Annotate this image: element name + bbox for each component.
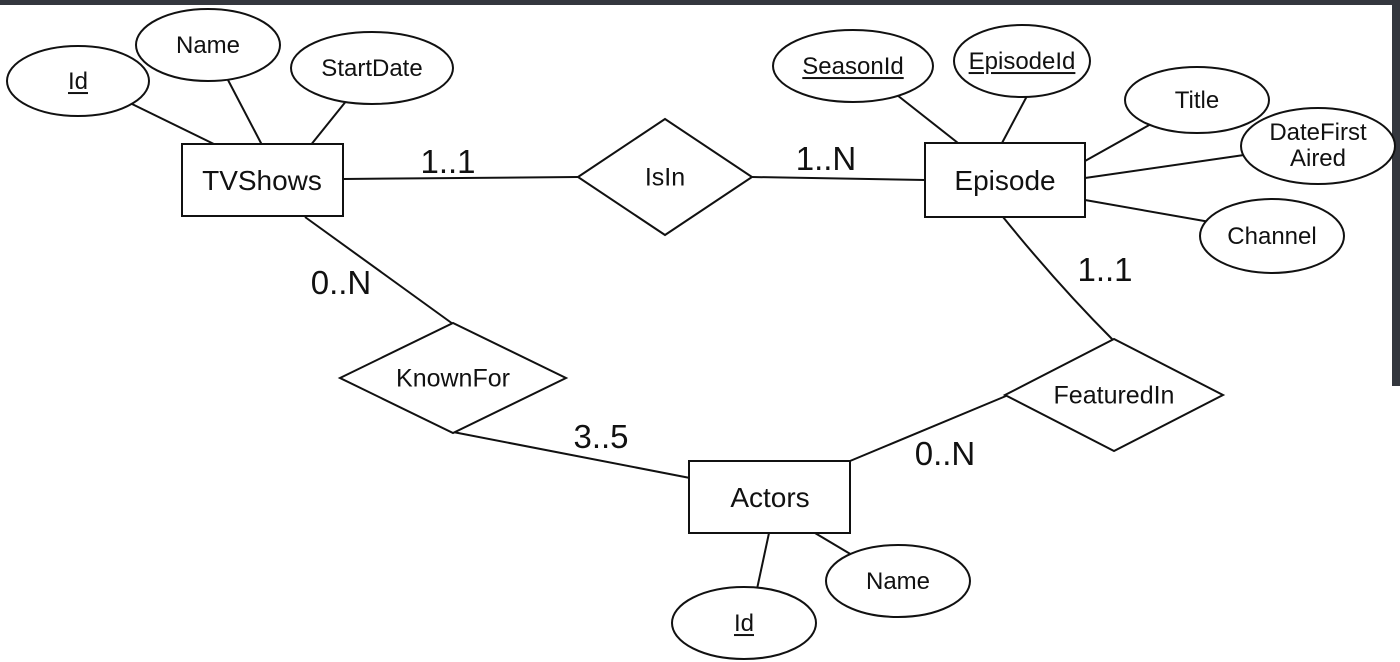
relationship-label-featuredin: FeaturedIn: [1053, 381, 1175, 410]
relationship-featuredin-diamond: [1002, 337, 1226, 453]
entity-rectangles: [181, 142, 1086, 534]
relationship-label-knownfor: KnownFor: [396, 364, 510, 393]
attribute-name-tvshows-ellipse: [135, 8, 281, 82]
entity-label-actors: Actors: [730, 481, 810, 513]
attribute-startdate-ellipse: [290, 31, 454, 105]
connector-knownfor-actors: [452, 431, 691, 479]
window-right-edge: [1392, 0, 1400, 386]
connector-actors-name: [814, 532, 853, 556]
connector-episode-featuredin: [1002, 216, 1114, 341]
attribute-label-id-tvshows: Id: [67, 68, 89, 96]
relationship-diamonds: [337, 117, 1226, 453]
attribute-id-tvshows-ellipse: [6, 45, 150, 117]
attribute-channel-ellipse: [1199, 198, 1345, 274]
connector-isin-episode: [751, 176, 926, 181]
relationship-isin-diamond: [576, 117, 754, 237]
attribute-label-channel: Channel: [1227, 223, 1317, 251]
connector-id-tvshows: [131, 103, 221, 148]
connector-actors-id: [756, 532, 770, 590]
connector-episode-datefirstaired: [1084, 154, 1245, 179]
attribute-label-episodeid: EpisodeId: [968, 48, 1076, 76]
cardinality-label-knownfor-actors: 3..5: [573, 418, 629, 456]
connector-actors-featuredin: [849, 395, 1007, 462]
attribute-seasonid-ellipse: [772, 29, 934, 103]
cardinality-label-actors-featuredin: 0..N: [914, 435, 976, 473]
attribute-name-actors-ellipse: [825, 544, 971, 618]
connector-episode-channel: [1084, 199, 1211, 223]
connector-episode-title: [1084, 123, 1152, 162]
connector-episodeid-episode: [1001, 95, 1028, 144]
connector-tvshows-knownfor: [304, 216, 454, 325]
connector-name-tvshows: [227, 79, 263, 146]
attribute-title-ellipse: [1124, 66, 1270, 134]
attribute-label-title: Title: [1174, 87, 1220, 115]
cardinality-label-tvshows-isin: 1..1: [420, 143, 476, 181]
attribute-id-actors-ellipse: [671, 586, 817, 660]
connector-seasonid-episode: [896, 94, 959, 144]
entity-label-episode: Episode: [954, 164, 1056, 196]
entity-label-tvshows: TVShows: [202, 164, 322, 196]
entity-actors-rect: [688, 460, 851, 534]
entity-tvshows-rect: [181, 143, 344, 217]
entity-episode-rect: [924, 142, 1086, 218]
cardinality-label-episode-featuredin: 1..1: [1077, 251, 1133, 289]
connector-startdate-tvshows: [309, 99, 348, 147]
cardinality-label-isin-episode: 1..N: [795, 140, 857, 178]
window-top-edge: [0, 0, 1400, 5]
attribute-label-datefirstaired: DateFirst Aired: [1269, 119, 1367, 172]
attribute-datefirstaired-ellipse: [1240, 107, 1396, 185]
attribute-ellipses: [6, 8, 1396, 660]
relationship-label-isin: IsIn: [644, 163, 686, 192]
cardinality-label-tvshows-knownfor: 0..N: [310, 264, 372, 302]
connector-tvshows-isin: [342, 176, 579, 180]
attribute-episodeid-ellipse: [953, 24, 1091, 98]
attribute-label-startdate: StartDate: [321, 55, 423, 83]
connector-lines: [131, 79, 1245, 590]
attribute-label-name-tvshows: Name: [175, 32, 241, 60]
attribute-label-name-actors: Name: [865, 568, 931, 596]
attribute-label-seasonid: SeasonId: [802, 53, 904, 81]
attribute-label-id-actors: Id: [733, 610, 755, 638]
relationship-knownfor-diamond: [337, 321, 569, 435]
